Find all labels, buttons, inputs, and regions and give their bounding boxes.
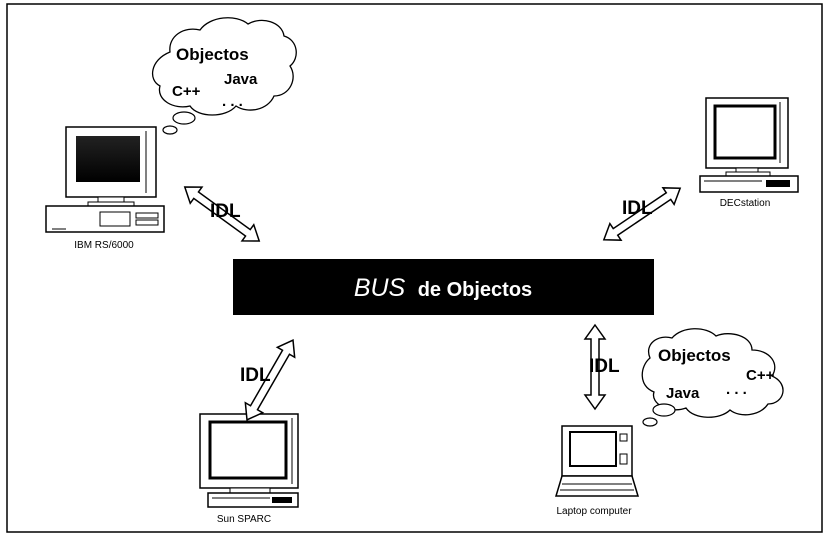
sun-caption: Sun SPARC: [217, 514, 271, 525]
dec-caption: DECstation: [720, 198, 771, 209]
ibm-computer: IBM RS/6000: [45, 126, 165, 251]
cloud-bottom-right-title: Objectos: [658, 346, 731, 365]
cloud-top-left-title: Objectos: [176, 45, 249, 64]
cloud-bottom-right: Objectos C++ Java . . .: [641, 328, 784, 427]
bus-bar: [233, 259, 654, 315]
object-bus: BUS de Objectos: [233, 259, 654, 315]
cloud-bottom-right-ellipsis: . . .: [726, 381, 747, 398]
bus-label-rest: de Objectos: [418, 279, 532, 301]
idl-arrow-sun: [244, 339, 296, 421]
idl-label-dec: IDL: [622, 198, 653, 219]
laptop-caption: Laptop computer: [556, 506, 632, 517]
sun-screen: [208, 420, 288, 480]
bus-label-italic: BUS: [354, 274, 406, 302]
cloud-top-left: Objectos C++ Java . . .: [151, 17, 297, 135]
cloud-top-left-shape: [151, 17, 297, 116]
idl-label-ibm: IDL: [210, 201, 241, 222]
laptop-computer: Laptop computer: [554, 425, 640, 517]
sun-base-unit: [207, 492, 299, 508]
svg-text:BUS de Objectos: BUS de Objectos: [354, 274, 532, 302]
laptop-keyboard: [554, 475, 640, 497]
dec-screen: [713, 104, 777, 160]
ibm-screen: [76, 136, 140, 182]
cloud-top-left-lang2: Java: [224, 71, 258, 88]
idl-arrow-dec: [602, 187, 682, 241]
laptop-screen: [569, 431, 617, 467]
cloud-top-left-lang1: C++: [172, 83, 201, 100]
idl-label-sun: IDL: [240, 365, 271, 386]
ibm-caption: IBM RS/6000: [74, 240, 134, 251]
idl-arrow-laptop: [583, 323, 607, 411]
idl-label-laptop: IDL: [589, 356, 620, 377]
idl-arrow-ibm: [183, 186, 261, 242]
sun-computer: Sun SPARC: [199, 413, 299, 525]
cloud-top-left-ellipsis: . . .: [222, 93, 243, 110]
dec-computer: DECstation: [699, 97, 799, 209]
cloud-bottom-right-lang1: C++: [746, 367, 775, 384]
cloud-bottom-right-lang2: Java: [666, 385, 700, 402]
